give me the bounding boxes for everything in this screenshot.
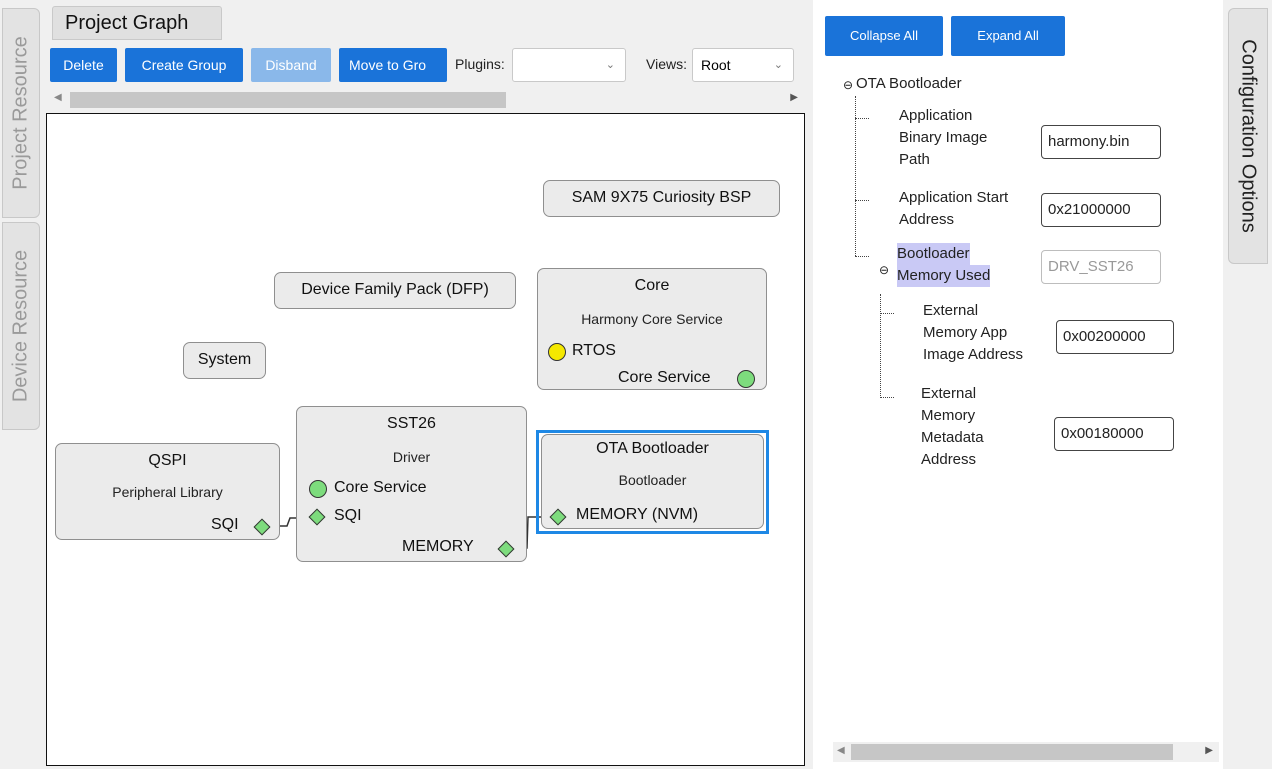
binary-image-path-field[interactable]: harmony.bin bbox=[1041, 125, 1161, 159]
tree-line bbox=[855, 256, 869, 257]
config-subitem-label: External Memory Metadata Address bbox=[921, 385, 984, 468]
node-system-title: System bbox=[197, 351, 252, 368]
node-qspi-subtitle: Peripheral Library bbox=[112, 484, 223, 500]
node-dfp[interactable]: Device Family Pack (DFP) bbox=[274, 272, 516, 309]
node-ota-bootloader[interactable]: OTA Bootloader Bootloader MEMORY (NVM) bbox=[541, 434, 764, 529]
port-memory-icon[interactable] bbox=[497, 540, 515, 558]
node-core-title: Core bbox=[634, 277, 670, 294]
create-group-button[interactable]: Create Group bbox=[125, 48, 243, 82]
node-sst26[interactable]: SST26 Driver Core Service SQI MEMORY bbox=[296, 406, 527, 562]
chevron-down-icon: ⌄ bbox=[605, 59, 615, 71]
config-scrollbar[interactable]: ◀ ▶ bbox=[833, 742, 1219, 762]
plugins-select[interactable]: ⌄ bbox=[512, 48, 626, 82]
tab-device-resource-label: Device Resource bbox=[9, 249, 32, 403]
metadata-address-field[interactable]: 0x00180000 bbox=[1054, 417, 1174, 451]
scroll-right-icon[interactable]: ▶ bbox=[1205, 745, 1213, 756]
disband-button[interactable]: Disband bbox=[251, 48, 331, 82]
node-dfp-title: Device Family Pack (DFP) bbox=[301, 281, 489, 298]
tab-device-resource[interactable]: Device Resource bbox=[2, 222, 40, 430]
port-memory-label: MEMORY bbox=[402, 538, 474, 555]
tab-project-resource[interactable]: Project Resource bbox=[2, 8, 40, 218]
project-graph-title: Project Graph bbox=[65, 12, 189, 34]
tab-project-resource-label: Project Resource bbox=[9, 36, 32, 190]
tree-line bbox=[880, 397, 894, 398]
config-subitem-label: External Memory App Image Address bbox=[923, 302, 1024, 363]
node-sst26-subtitle: Driver bbox=[392, 449, 431, 465]
node-bsp[interactable]: SAM 9X75 Curiosity BSP bbox=[543, 180, 780, 217]
node-qspi-title: QSPI bbox=[148, 452, 187, 469]
node-core[interactable]: Core Harmony Core Service RTOS Core Serv… bbox=[537, 268, 767, 390]
tree-line bbox=[880, 294, 881, 398]
delete-button[interactable]: Delete bbox=[50, 48, 117, 82]
port-memory-nvm-label: MEMORY (NVM) bbox=[576, 506, 699, 523]
node-ota-subtitle: Bootloader bbox=[618, 472, 687, 488]
port-core-service-icon[interactable] bbox=[309, 480, 327, 498]
scroll-left-icon[interactable]: ◀ bbox=[837, 745, 845, 756]
config-item-label-highlighted[interactable]: Bootloader Memory Used bbox=[897, 243, 991, 287]
config-panel: Collapse All Expand All ⊖ OTA Bootloader… bbox=[813, 0, 1223, 769]
port-memory-nvm-icon[interactable] bbox=[549, 508, 567, 526]
node-qspi[interactable]: QSPI Peripheral Library SQI bbox=[55, 443, 280, 540]
views-label: Views: bbox=[646, 56, 687, 72]
tree-line bbox=[880, 313, 894, 314]
collapse-toggle-icon[interactable]: ⊖ bbox=[843, 78, 854, 92]
start-address-field[interactable]: 0x21000000 bbox=[1041, 193, 1161, 227]
views-value: Root bbox=[701, 57, 731, 73]
node-sst26-title: SST26 bbox=[387, 415, 436, 432]
app-image-address-field[interactable]: 0x00200000 bbox=[1056, 320, 1174, 354]
expand-all-button[interactable]: Expand All bbox=[951, 16, 1065, 56]
memory-used-field[interactable]: DRV_SST26 bbox=[1041, 250, 1161, 284]
tree-line bbox=[855, 96, 856, 256]
chevron-down-icon: ⌄ bbox=[773, 59, 783, 71]
port-sqi-label: SQI bbox=[211, 516, 239, 533]
port-core-service-icon[interactable] bbox=[737, 370, 755, 388]
tree-root-label[interactable]: OTA Bootloader bbox=[856, 75, 962, 92]
graph-canvas[interactable]: SAM 9X75 Curiosity BSP Device Family Pac… bbox=[46, 113, 805, 766]
scrollbar-thumb[interactable] bbox=[851, 744, 1173, 760]
node-core-subtitle: Harmony Core Service bbox=[581, 311, 723, 327]
node-bsp-title: SAM 9X75 Curiosity BSP bbox=[571, 189, 752, 206]
node-ota-selection bbox=[536, 430, 769, 534]
scroll-left-icon[interactable]: ◀ bbox=[54, 92, 62, 103]
port-sqi-icon[interactable] bbox=[253, 518, 271, 536]
config-item-label: Application Binary Image Path bbox=[899, 107, 988, 168]
tree-line bbox=[855, 118, 869, 119]
scrollbar-thumb[interactable] bbox=[70, 92, 506, 108]
plugins-label: Plugins: bbox=[455, 56, 505, 72]
move-to-group-button[interactable]: Move to Gro bbox=[339, 48, 447, 82]
collapse-toggle-icon[interactable]: ⊖ bbox=[879, 263, 890, 277]
port-sqi-icon[interactable] bbox=[308, 508, 326, 526]
toolbar-scrollbar[interactable]: ◀ ▶ bbox=[48, 90, 804, 110]
port-rtos-icon[interactable] bbox=[548, 343, 566, 361]
collapse-all-button[interactable]: Collapse All bbox=[825, 16, 943, 56]
port-core-service-label: Core Service bbox=[334, 479, 427, 496]
config-item-label: Application Start Address bbox=[899, 189, 1009, 228]
tree-line bbox=[855, 200, 869, 201]
tab-configuration-options[interactable]: Configuration Options bbox=[1228, 8, 1268, 264]
tab-configuration-options-label: Configuration Options bbox=[1237, 39, 1260, 233]
port-core-service-label: Core Service bbox=[618, 369, 711, 386]
project-graph-tab[interactable]: Project Graph bbox=[52, 6, 222, 40]
scroll-right-icon[interactable]: ▶ bbox=[790, 92, 798, 103]
node-system[interactable]: System bbox=[183, 342, 266, 379]
views-select[interactable]: Root ⌄ bbox=[692, 48, 794, 82]
port-sqi-label: SQI bbox=[334, 507, 362, 524]
port-rtos-label: RTOS bbox=[572, 342, 616, 359]
node-ota-title: OTA Bootloader bbox=[596, 440, 709, 457]
